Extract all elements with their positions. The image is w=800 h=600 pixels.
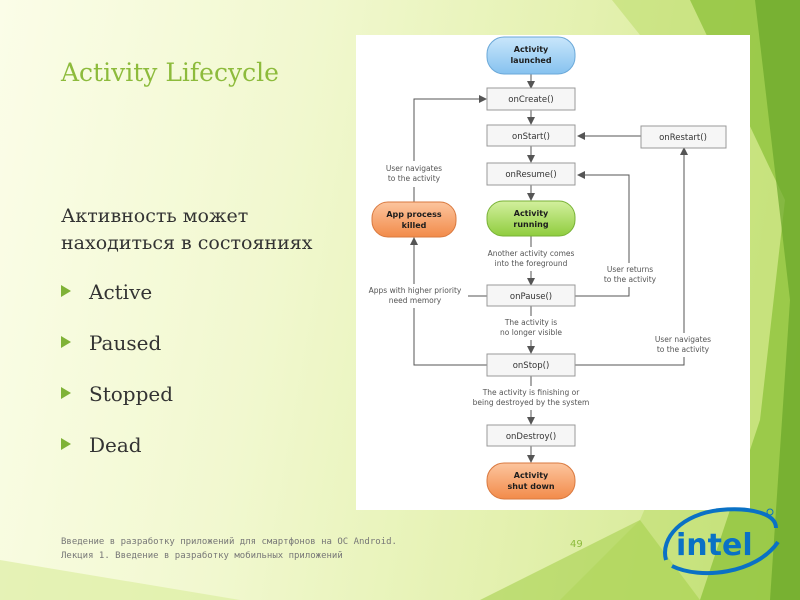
note-user-navigates-left-1: User navigates [386, 164, 442, 173]
on-restart-node [640, 125, 727, 149]
state-stopped: Stopped [89, 382, 174, 406]
triangle-bullet-icon [61, 387, 71, 399]
app-process-killed-node [371, 201, 457, 238]
intel-logo: intel [663, 507, 780, 576]
triangle-bullet-icon [61, 438, 71, 450]
on-stop-node [486, 353, 576, 377]
list-item: Paused [61, 331, 173, 382]
intel-logo-text: intel [676, 528, 753, 563]
note-user-navigates-right-2: to the activity [657, 345, 710, 354]
activity-running-label-1: Activity [514, 209, 549, 218]
intro-line-1: Активность может [61, 205, 249, 227]
lifecycle-diagram: Activity launched onCreate() onStart() o… [356, 35, 750, 510]
on-restart-label: onRestart() [659, 133, 707, 143]
app-process-killed-label-1: App process [386, 210, 442, 219]
activity-shut-down-label-1: Activity [514, 471, 549, 480]
activity-running-node [486, 200, 576, 237]
state-dead: Dead [89, 433, 142, 457]
on-pause-label: onPause() [510, 292, 552, 302]
state-paused: Paused [89, 331, 162, 355]
list-item: Dead [61, 433, 173, 484]
states-list: Active Paused Stopped Dead [61, 280, 173, 484]
on-resume-label: onResume() [505, 170, 556, 180]
on-resume-node [486, 162, 576, 186]
triangle-bullet-icon [61, 336, 71, 348]
on-stop-label: onStop() [513, 361, 550, 371]
footer-line-2: Лекция 1. Введение в разработку мобильны… [61, 551, 343, 561]
note-higher-priority-2: need memory [389, 296, 442, 305]
activity-shut-down-label-2: shut down [507, 482, 554, 491]
list-item: Stopped [61, 382, 173, 433]
triangle-bullet-icon [61, 285, 71, 297]
app-process-killed-label-2: killed [402, 221, 427, 230]
note-user-returns-2: to the activity [604, 275, 657, 284]
note-user-returns-1: User returns [607, 265, 653, 274]
note-finishing-2: being destroyed by the system [473, 398, 590, 407]
note-another-activity-2: into the foreground [495, 259, 568, 268]
activity-launched-node [486, 36, 576, 75]
on-create-node [486, 87, 576, 111]
intro-line-2: находиться в состояниях [61, 232, 313, 254]
activity-launched-label-1: Activity [514, 45, 549, 54]
note-no-longer-visible-2: no longer visible [500, 328, 562, 337]
on-destroy-label: onDestroy() [506, 432, 556, 442]
note-finishing-1: The activity is finishing or [482, 388, 581, 397]
note-another-activity-1: Another activity comes [488, 249, 575, 258]
intro-text: Активность может находиться в состояниях [61, 203, 361, 257]
footer: Введение в разработку приложений для сма… [61, 535, 397, 563]
lifecycle-diagram-svg: Activity launched onCreate() onStart() o… [362, 36, 727, 500]
on-pause-node [486, 284, 576, 307]
state-active: Active [89, 280, 153, 304]
list-item: Active [61, 280, 173, 331]
note-higher-priority-1: Apps with higher priority [369, 286, 462, 295]
note-user-navigates-left-2: to the activity [388, 174, 441, 183]
on-destroy-node [486, 424, 576, 447]
activity-shut-down-node [486, 462, 576, 500]
on-create-label: onCreate() [508, 95, 553, 105]
activity-launched-label-2: launched [510, 56, 551, 65]
slide-title: Activity Lifecycle [61, 58, 279, 87]
note-user-navigates-right-1: User navigates [655, 335, 711, 344]
on-start-node [486, 124, 576, 147]
page-number: 49 [570, 539, 583, 550]
on-start-label: onStart() [512, 132, 550, 142]
activity-running-label-2: running [513, 220, 548, 229]
note-no-longer-visible-1: The activity is [504, 318, 557, 327]
footer-line-1: Введение в разработку приложений для сма… [61, 537, 397, 547]
